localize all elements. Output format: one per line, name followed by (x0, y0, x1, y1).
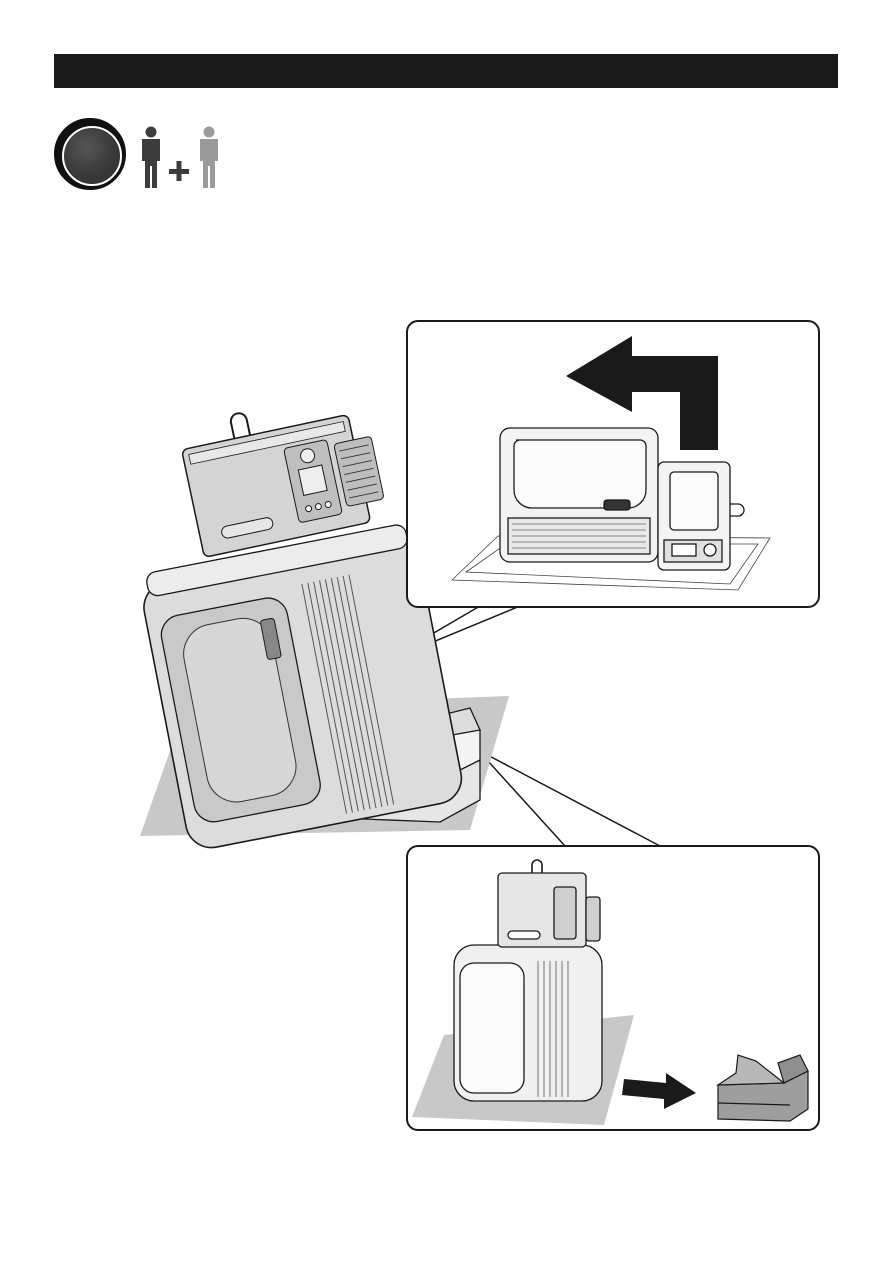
push-arrow-icon (622, 1073, 696, 1109)
packaging-base-removed (718, 1055, 808, 1121)
callout-top-illustration (408, 322, 818, 606)
upright-unit (454, 860, 602, 1101)
callout-bottom (406, 845, 820, 1131)
control-unit (658, 462, 744, 570)
callout-bottom-illustration (408, 847, 818, 1129)
oven-unit-front (500, 428, 658, 562)
tilted-head (177, 387, 389, 557)
callout-top (406, 320, 820, 608)
